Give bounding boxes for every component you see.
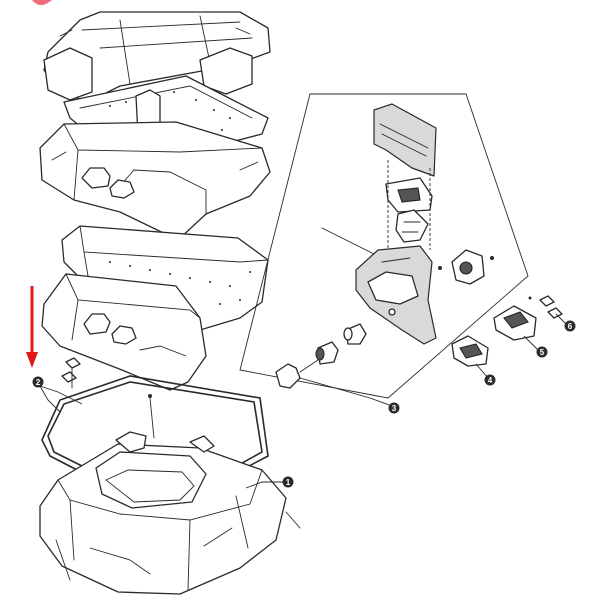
small-screws-6 bbox=[528, 295, 563, 319]
corner-mark bbox=[32, 0, 52, 5]
leader-lines bbox=[39, 313, 569, 489]
mounting-bolts bbox=[61, 357, 81, 389]
red-indicator-arrow bbox=[26, 286, 38, 368]
side-catch-4 bbox=[451, 335, 489, 367]
callout-4: 4 bbox=[484, 374, 496, 386]
callout-1: 1 bbox=[282, 476, 294, 488]
latch-inset bbox=[239, 93, 529, 399]
lower-padded-liner bbox=[41, 273, 207, 391]
callout-3: 3 bbox=[388, 402, 400, 414]
callout-5: 5 bbox=[536, 346, 548, 358]
callout-2-label: 2 bbox=[36, 378, 41, 387]
callout-4-label: 4 bbox=[488, 376, 493, 385]
top-rack bbox=[43, 11, 271, 101]
callout-3-label: 3 bbox=[392, 404, 397, 413]
side-catch-5 bbox=[493, 305, 537, 341]
callout-2: 2 bbox=[32, 376, 44, 388]
callout-5-label: 5 bbox=[540, 348, 545, 357]
callout-6: 6 bbox=[564, 320, 576, 332]
padded-lid-liner bbox=[39, 121, 271, 241]
callout-1-label: 1 bbox=[286, 478, 291, 487]
base-case bbox=[39, 431, 301, 595]
callout-6-label: 6 bbox=[568, 322, 573, 331]
